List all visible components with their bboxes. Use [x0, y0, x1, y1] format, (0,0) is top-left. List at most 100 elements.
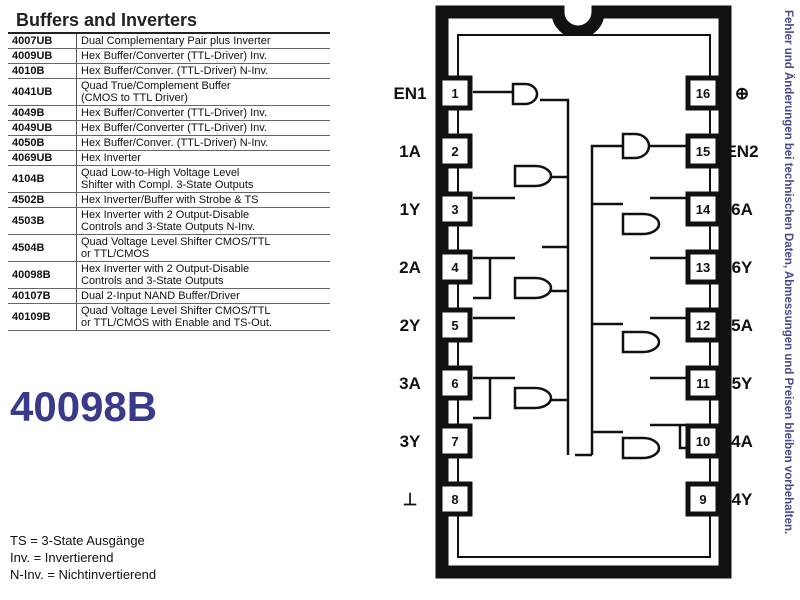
part-description: Hex Buffer/Converter (TTL-Driver) Inv. — [76, 48, 330, 64]
pin-label: 1A — [399, 142, 421, 161]
part-description: Dual 2-Input NAND Buffer/Driver — [76, 288, 330, 304]
part-description: Hex Inverter — [76, 150, 330, 166]
part-description: Hex Buffer/Conver. (TTL-Driver) N-Inv. — [76, 135, 330, 151]
part-description: Hex Inverter/Buffer with Strobe & TS — [76, 192, 330, 208]
pin-label: 2Y — [400, 316, 421, 335]
part-code: 4009UB — [8, 48, 77, 64]
part-description: Quad True/Complement Buffer(CMOS to TTL … — [76, 78, 330, 106]
legend-line-ninv: N-Inv. = Nichtinvertierend — [10, 567, 157, 582]
disclaimer-text: Fehler und Änderungen bei technischen Da… — [782, 10, 794, 535]
pin-label: EN1 — [393, 84, 426, 103]
pin-number: 9 — [699, 492, 706, 507]
pin-box — [437, 191, 473, 227]
pin-number: 13 — [696, 260, 710, 275]
part-number-title: 40098B — [10, 383, 158, 430]
legend-line-ts: TS = 3-State Ausgänge — [10, 533, 145, 548]
disclaimer-sidebar: Fehler und Änderungen bei technischen Da… — [780, 10, 796, 595]
gate-3 — [513, 386, 553, 410]
pin-box — [437, 365, 473, 401]
enable-buffer-2 — [621, 132, 651, 160]
pin-number: 4 — [451, 260, 459, 275]
part-code: 4050B — [8, 135, 77, 151]
pin-number: 15 — [696, 144, 710, 159]
enable-buffer-1 — [511, 82, 539, 106]
pin-box — [437, 423, 473, 459]
pin-box — [437, 75, 473, 111]
pin-label: 6Y — [732, 258, 753, 277]
gate-4 — [621, 436, 661, 460]
gate-5 — [621, 330, 661, 354]
pin-label: 3A — [399, 374, 421, 393]
pin-box — [437, 481, 473, 517]
pin-label: 6A — [731, 200, 753, 219]
pin-label: 2A — [399, 258, 421, 277]
legend-line-inv: Inv. = Invertierend — [10, 550, 114, 565]
part-code: 40107B — [8, 288, 77, 304]
pin-number: 12 — [696, 318, 710, 333]
pin-number: 3 — [451, 202, 458, 217]
pin-number: 7 — [451, 434, 458, 449]
part-code: 4049UB — [8, 120, 77, 136]
pin-label: ⊥ — [403, 490, 418, 509]
pin-box — [685, 307, 721, 343]
pin-number: 1 — [451, 86, 458, 101]
pin-label: 5A — [731, 316, 753, 335]
pin-number: 14 — [696, 202, 711, 217]
part-code: 4504B — [8, 234, 77, 262]
part-code: 4104B — [8, 165, 77, 193]
part-code: 4007UB — [8, 34, 77, 49]
pin-box — [685, 249, 721, 285]
part-code: 4502B — [8, 192, 77, 208]
pin-box — [685, 365, 721, 401]
pin-label: 3Y — [400, 432, 421, 451]
pin-box — [437, 133, 473, 169]
part-code: 4069UB — [8, 150, 77, 166]
pin-box — [437, 307, 473, 343]
gate-1 — [513, 164, 553, 188]
buffer-gates — [511, 82, 661, 460]
gate-6 — [621, 212, 661, 236]
pin-box — [685, 481, 721, 517]
pin-label: 4Y — [732, 490, 753, 509]
part-code: 40109B — [8, 303, 77, 331]
pin-box — [685, 191, 721, 227]
part-description: Hex Buffer/Converter (TTL-Driver) Inv. — [76, 105, 330, 121]
pin-label: ⊕ — [735, 84, 749, 103]
pin-label: 4A — [731, 432, 753, 451]
section-title: Buffers and Inverters — [16, 10, 198, 30]
pin-number: 8 — [451, 492, 458, 507]
pin-number: 2 — [451, 144, 458, 159]
part-code: 4503B — [8, 207, 77, 235]
part-code: 40098B — [8, 261, 77, 289]
pin-label: 1Y — [400, 200, 421, 219]
pin-label: EN2 — [725, 142, 758, 161]
part-description: Hex Buffer/Conver. (TTL-Driver) N-Inv. — [76, 63, 330, 79]
gate-2 — [513, 276, 553, 300]
part-code: 4041UB — [8, 78, 77, 106]
part-description: Dual Complementary Pair plus Inverter — [76, 34, 330, 49]
pin-box — [437, 249, 473, 285]
pin-label: 5Y — [732, 374, 753, 393]
part-description: Hex Buffer/Converter (TTL-Driver) Inv. — [76, 120, 330, 136]
pin-number: 16 — [696, 86, 710, 101]
pin-box — [685, 423, 721, 459]
